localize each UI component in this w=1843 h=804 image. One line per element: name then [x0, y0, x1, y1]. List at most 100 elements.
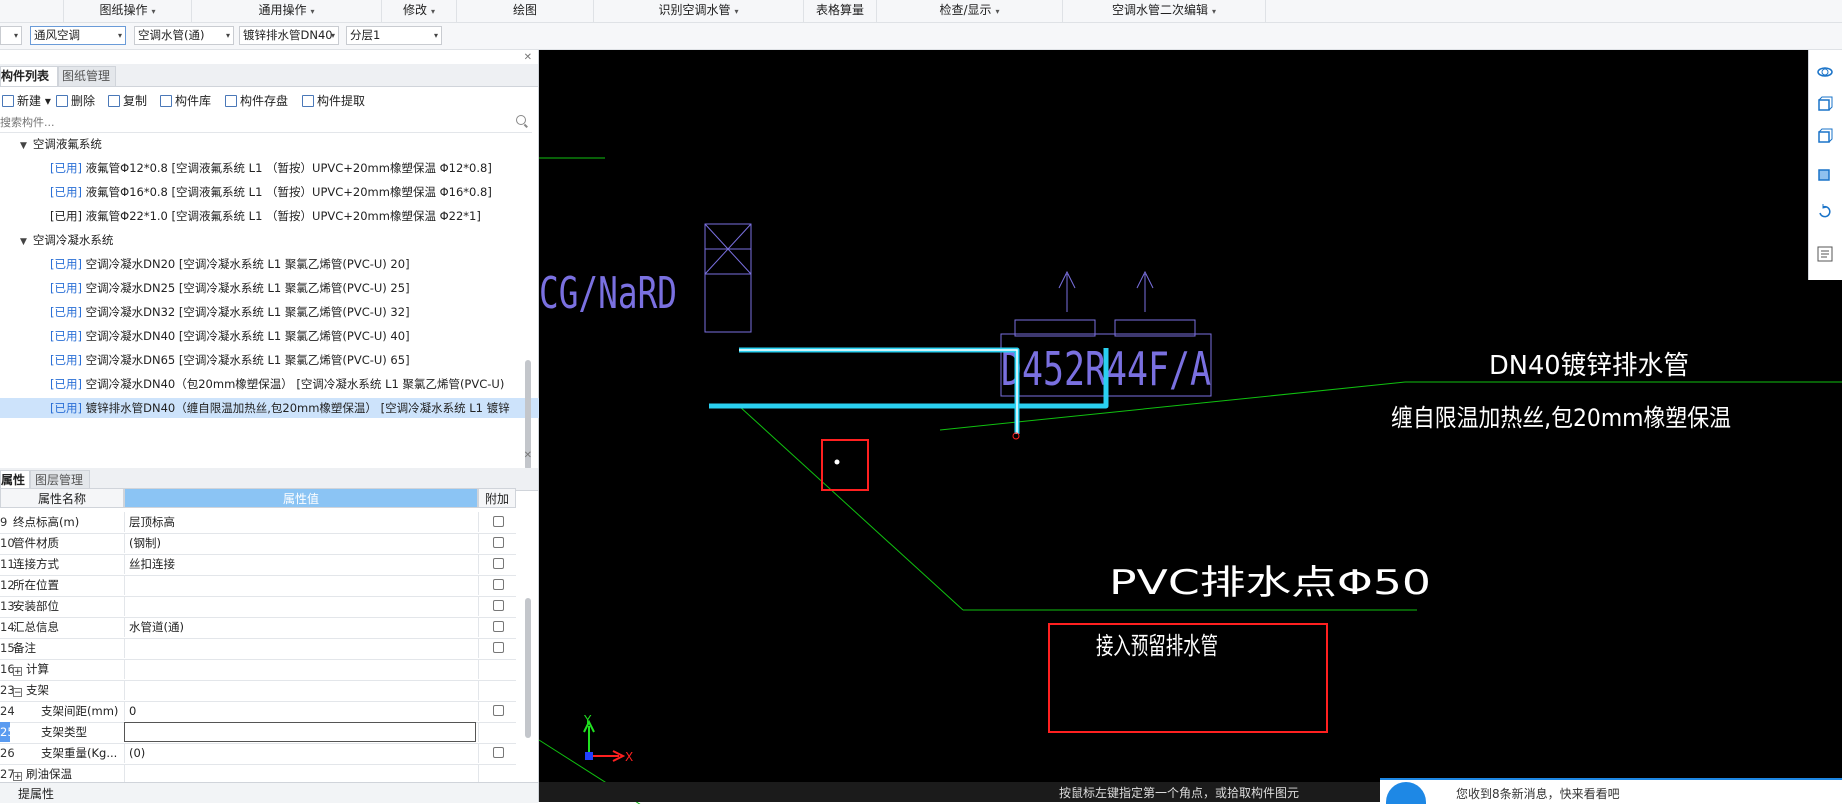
menu-3[interactable]: 绘图: [457, 0, 594, 22]
layer-select[interactable]: 分层1▾: [346, 26, 442, 45]
property-value[interactable]: [124, 659, 476, 679]
extra-checkbox[interactable]: [493, 558, 504, 569]
tree-item[interactable]: [已用] 液氟管Φ12*0.8 [空调液氟系统 L1 （暂按）UPVC+20mm…: [0, 158, 576, 178]
copy-button[interactable]: 复制: [108, 93, 147, 109]
save-component-button[interactable]: 构件存盘: [225, 93, 288, 109]
tree-item[interactable]: [已用] 空调冷凝水DN40（包20mm橡塑保温） [空调冷凝水系统 L1 聚氯…: [0, 374, 576, 394]
property-value[interactable]: 0: [124, 701, 476, 721]
property-value[interactable]: [124, 596, 476, 616]
property-row[interactable]: 23−支架: [0, 680, 516, 702]
tree-vertical-scrollbar[interactable]: [525, 360, 531, 470]
menu-5[interactable]: 表格算量: [804, 0, 877, 22]
tree-item[interactable]: [已用] 空调冷凝水DN40 [空调冷凝水系统 L1 聚氯乙烯管(PVC-U) …: [0, 326, 576, 346]
notification-toast[interactable]: 您收到8条新消息，快来看看吧: [1380, 778, 1842, 804]
note-pvc-drain: PVC排水点Φ50: [1109, 563, 1431, 603]
extra-checkbox[interactable]: [493, 537, 504, 548]
used-tag: [已用]: [50, 305, 82, 319]
left-panel: ✕ 构件列表 图纸管理 新建 ▾ 删除 复制 构件库 构件存盘 构件提取 ▼空调…: [0, 50, 576, 802]
tree-group[interactable]: ▼空调冷凝水系统: [0, 230, 546, 250]
property-scrollbar[interactable]: [525, 598, 531, 738]
delete-button[interactable]: 删除: [56, 93, 95, 109]
menu-1[interactable]: 通用操作▾: [192, 0, 382, 22]
row-number: 13: [0, 599, 15, 613]
property-value[interactable]: 丝扣连接: [124, 554, 476, 574]
extra-checkbox[interactable]: [493, 579, 504, 590]
close-icon[interactable]: ✕: [523, 52, 532, 63]
system-select[interactable]: 通风空调▾: [30, 26, 126, 45]
search-icon[interactable]: [516, 115, 526, 125]
layer-list-icon[interactable]: [1817, 246, 1833, 262]
menu-2[interactable]: 修改▾: [382, 0, 457, 22]
property-value[interactable]: [124, 575, 476, 595]
new-button[interactable]: 新建 ▾: [2, 93, 51, 109]
tab-properties[interactable]: 属性: [0, 470, 30, 490]
type-select[interactable]: 空调水管(通)▾: [134, 26, 234, 45]
property-value[interactable]: [124, 764, 476, 784]
menu-7[interactable]: 空调水管二次编辑▾: [1063, 0, 1266, 22]
3d-view-icon[interactable]: [1817, 96, 1833, 112]
component-toolbar: 新建 ▾ 删除 复制 构件库 构件存盘 构件提取: [0, 90, 538, 112]
tree-item[interactable]: [已用] 液氟管Φ22*1.0 [空调液氟系统 L1 （暂按）UPVC+20mm…: [0, 206, 576, 226]
extra-checkbox[interactable]: [493, 600, 504, 611]
extra-checkbox[interactable]: [493, 621, 504, 632]
close-icon[interactable]: ✕: [523, 450, 532, 461]
property-row[interactable]: 16+计算: [0, 659, 516, 681]
save-icon: [225, 95, 237, 107]
menu-6[interactable]: 检查/显示▾: [877, 0, 1063, 22]
tab-component-list[interactable]: 构件列表: [0, 66, 58, 86]
component-select[interactable]: 镀锌排水管DN40▾: [239, 26, 339, 45]
tree-item[interactable]: [已用] 镀锌排水管DN40（缠自限温加热丝,包20mm橡塑保温） [空调冷凝水…: [0, 398, 576, 418]
tree-item[interactable]: [已用] 空调冷凝水DN65 [空调冷凝水系统 L1 聚氯乙烯管(PVC-U) …: [0, 350, 576, 370]
property-value[interactable]: 水管道(通): [124, 617, 476, 637]
expand-icon[interactable]: +: [13, 667, 22, 677]
tree-group[interactable]: ▼空调液氟系统: [0, 134, 546, 154]
menu-4[interactable]: 识别空调水管▾: [594, 0, 804, 22]
shaded-view-icon[interactable]: [1817, 166, 1833, 182]
search-input[interactable]: [0, 114, 510, 130]
tab-drawing-management[interactable]: 图纸管理: [58, 66, 116, 86]
extra-checkbox[interactable]: [493, 642, 504, 653]
property-value[interactable]: (钢制): [124, 533, 476, 553]
extract-props-tab[interactable]: 提属性: [18, 787, 55, 801]
tab-layer-management[interactable]: 图层管理: [30, 470, 90, 490]
extra-checkbox[interactable]: [493, 705, 504, 716]
library-button[interactable]: 构件库: [160, 93, 211, 109]
filter-bar: ▾ 通风空调▾ 空调水管(通)▾ 镀锌排水管DN40▾ 分层1▾: [0, 23, 1842, 50]
tree-item-label: 空调冷凝水DN20 [空调冷凝水系统 L1 聚氯乙烯管(PVC-U) 20]: [85, 257, 410, 271]
menu-0[interactable]: 图纸操作▾: [64, 0, 192, 22]
tree-item[interactable]: [已用] 空调冷凝水DN20 [空调冷凝水系统 L1 聚氯乙烯管(PVC-U) …: [0, 254, 576, 274]
property-value[interactable]: [124, 638, 476, 658]
expand-icon[interactable]: ▼: [20, 237, 27, 247]
tree-item-label: 空调冷凝水DN32 [空调冷凝水系统 L1 聚氯乙烯管(PVC-U) 32]: [85, 305, 410, 319]
rotate-icon[interactable]: [1817, 204, 1833, 220]
drawing-canvas[interactable]: D452R44F/A CG/NaRD DN40镀锌排水管 缠自限温加热丝,包20…: [538, 50, 1842, 804]
property-name: 支架类型: [41, 725, 87, 739]
property-value[interactable]: [124, 722, 476, 742]
expand-icon[interactable]: +: [13, 772, 22, 782]
tree-item[interactable]: [已用] 空调冷凝水DN32 [空调冷凝水系统 L1 聚氯乙烯管(PVC-U) …: [0, 302, 576, 322]
extra-checkbox[interactable]: [493, 516, 504, 527]
orbit-icon[interactable]: [1817, 64, 1833, 80]
property-value[interactable]: 层顶标高: [124, 512, 476, 532]
extract-component-button[interactable]: 构件提取: [302, 93, 365, 109]
box-view-icon[interactable]: [1817, 128, 1833, 144]
extra-checkbox[interactable]: [493, 747, 504, 758]
property-value[interactable]: (0): [124, 743, 476, 763]
tree-item[interactable]: [已用] 液氟管Φ16*0.8 [空调液氟系统 L1 （暂按）UPVC+20mm…: [0, 182, 576, 202]
tree-item[interactable]: [已用] 空调冷凝水DN25 [空调冷凝水系统 L1 聚氯乙烯管(PVC-U) …: [0, 278, 576, 298]
type-select-value: 空调水管(通): [138, 28, 205, 42]
expand-icon[interactable]: −: [13, 688, 22, 698]
prev-dropdown[interactable]: ▾: [0, 26, 22, 45]
property-value[interactable]: [124, 680, 476, 700]
expand-icon[interactable]: ▼: [20, 141, 27, 151]
